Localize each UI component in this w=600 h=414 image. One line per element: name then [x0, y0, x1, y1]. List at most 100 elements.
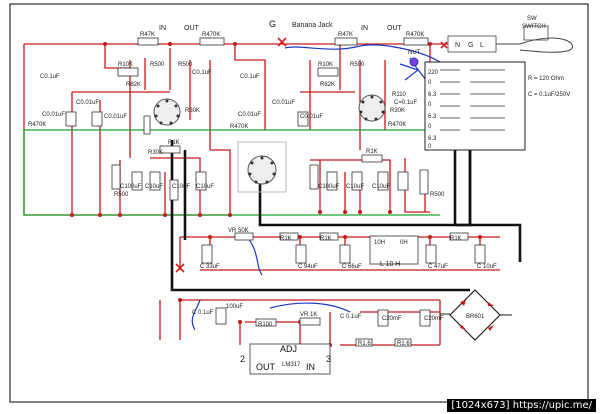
- label-reg-c01b: C 0.1uF: [340, 314, 362, 320]
- label-l-r1k: R1K: [168, 140, 180, 146]
- mains-section: [424, 25, 573, 151]
- label-l-c10c: C10uF: [196, 184, 214, 190]
- label-l-r47k: R47K: [140, 32, 155, 38]
- footer-watermark: [1024x673] https://upic.me/: [447, 399, 596, 412]
- label-l-c5: C0.1uF: [192, 70, 212, 76]
- cut-marks: [175, 37, 448, 273]
- label-reg-c01: C 0.1uF: [192, 310, 214, 316]
- label-l-r470k3: R470K: [230, 124, 248, 130]
- label-l-c2: C0.01uF: [76, 100, 99, 106]
- tap-6: 0: [428, 124, 432, 130]
- capacitors: [131, 171, 486, 327]
- label-in-left: IN: [159, 25, 166, 32]
- nut-marker: [409, 57, 419, 67]
- label-r-spec: R = 120 Ohm: [528, 76, 564, 82]
- label-r-r10k: R10K: [318, 62, 333, 68]
- label-reg-out: OUT: [256, 362, 276, 372]
- label-reg-c100: 100uF: [226, 304, 243, 310]
- label-r-r470k: R470K: [406, 32, 424, 38]
- label-r-r30k: R30K: [390, 108, 405, 114]
- label-r-c10b: C10uF: [372, 184, 390, 190]
- label-banana-jack: Banana Jack: [292, 22, 333, 29]
- label-f-r1k-c: R1K: [450, 236, 462, 242]
- label-r-r470k2: R470K: [388, 122, 406, 128]
- label-l-r10k: R10K: [118, 62, 133, 68]
- label-reg-c20b: C20mF: [424, 316, 444, 322]
- label-n: N: [455, 42, 460, 49]
- label-in-right: IN: [361, 25, 368, 32]
- tube-sockets: [153, 94, 386, 193]
- label-l-c100: C100uF: [120, 184, 142, 190]
- label-switch: SW: [527, 16, 537, 22]
- label-bridge: BR601: [466, 314, 485, 320]
- label-l-c4: C0.01uF: [104, 114, 127, 120]
- label-f-r1k-a: R1K: [280, 236, 292, 242]
- label-f-l10h: L 10 H: [380, 261, 400, 268]
- label-reg-pin3: 3: [326, 354, 331, 364]
- label-l-c10b: C10uF: [172, 184, 190, 190]
- label-out-right: OUT: [387, 25, 403, 32]
- tube-left: [153, 98, 181, 126]
- label-reg-r100: R100: [258, 322, 273, 328]
- label-l-r500c: R500: [114, 192, 129, 198]
- label-out-left: OUT: [184, 25, 200, 32]
- label-r-r110: R110: [392, 92, 407, 98]
- label-r-c01: C=0.1uF: [394, 100, 418, 106]
- label-r-r500a: R500: [350, 62, 365, 68]
- tap-5: 6.3: [428, 114, 437, 120]
- label-f-r1k-b: R1K: [320, 236, 332, 242]
- label-f-l1: 10H: [374, 240, 385, 246]
- tap-7: 6.3: [428, 136, 437, 142]
- label-l-r470k-2: R470K: [28, 122, 46, 128]
- label-r-r500c: R500: [430, 192, 445, 198]
- label-f-c10: C 10uF: [477, 264, 497, 270]
- tube-center: [237, 141, 287, 193]
- tube-right: [358, 94, 386, 122]
- label-r-r82k: R82K: [320, 82, 335, 88]
- label-reg-in: IN: [306, 362, 315, 372]
- label-f-vr: VR 50K: [228, 228, 249, 234]
- label-f-l2: 0H: [400, 240, 408, 246]
- label-c-spec: C = 0.1uF/250V: [528, 92, 570, 98]
- tap-4: 0: [428, 102, 432, 108]
- label-l-r82k: R82K: [126, 82, 141, 88]
- label-f-c66: C 66uF: [342, 264, 362, 270]
- tap-1: 220: [428, 70, 439, 76]
- label-f-c47: C 47uF: [428, 264, 448, 270]
- label-l-r500b: R500: [178, 62, 193, 68]
- component-bodies: [65, 37, 469, 375]
- label-l-r500a: R500: [150, 62, 165, 68]
- bridge-rectifier: [440, 289, 512, 341]
- label-reg-adj: ADJ: [280, 344, 297, 354]
- label-l-r470k: R470K: [202, 32, 220, 38]
- label-r-c10a: C10uF: [346, 184, 364, 190]
- label-r-c1: C0.1uF: [240, 74, 260, 80]
- label-f-c33: C 33uF: [200, 264, 220, 270]
- label-l-c1: C0.1uF: [40, 74, 60, 80]
- label-reg-r16b: R1.6: [397, 341, 410, 347]
- label-f-c94: C 94uF: [298, 264, 318, 270]
- tap-2: 0: [428, 80, 432, 86]
- label-switch2: SWITCH: [522, 24, 546, 30]
- label-l-r30k: R30K: [185, 108, 200, 114]
- label-r-c4: C0.01uF: [300, 114, 323, 120]
- label-r-r1k: R1K: [366, 149, 378, 155]
- label-reg-r16a: R1.6: [358, 341, 371, 347]
- label-r-c2: C0.01uF: [272, 100, 295, 106]
- label-l: L: [480, 42, 484, 49]
- label-g-mains: G: [468, 42, 473, 49]
- label-reg-c20a: C20mF: [382, 316, 402, 322]
- label-r-c3: C0.01uF: [238, 112, 261, 118]
- tap-8: 0: [428, 144, 432, 150]
- label-l-r30k2: R30K: [148, 150, 163, 156]
- border: [9, 3, 589, 403]
- labels: IN OUT G Banana Jack IN OUT SW SWITCH N …: [28, 16, 570, 372]
- label-r-c100: C100uF: [318, 184, 340, 190]
- label-g: G: [269, 19, 276, 29]
- label-l-c3: C0.01uF: [42, 112, 65, 118]
- label-nut: NUT: [408, 50, 421, 56]
- label-l-c10a: C10uF: [145, 184, 163, 190]
- label-r-r47k: R47K: [338, 32, 353, 38]
